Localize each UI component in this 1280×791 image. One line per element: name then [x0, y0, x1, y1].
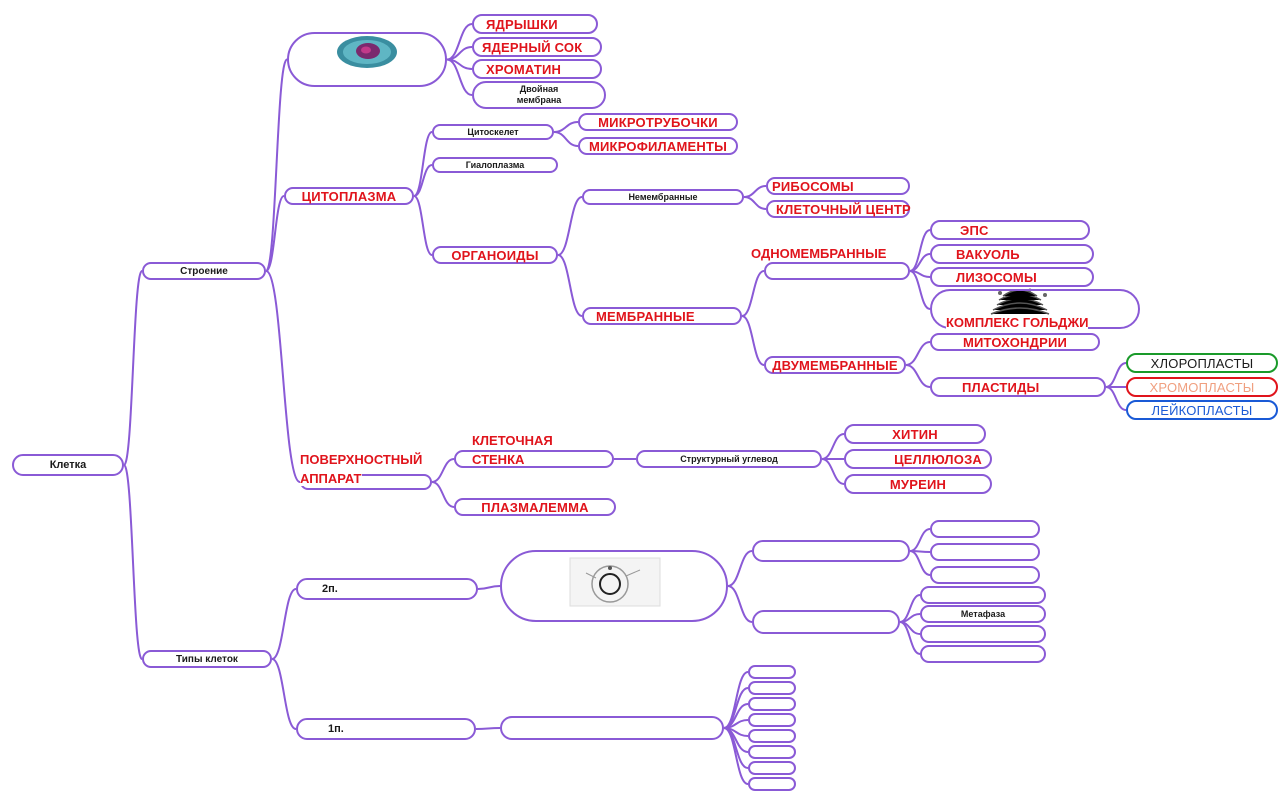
node-hromoplasty[interactable]: ХРОМОПЛАСТЫ	[1126, 377, 1278, 397]
node-eps[interactable]: ЭПС	[930, 220, 1090, 240]
node-empty-g[interactable]	[920, 625, 1046, 643]
node-empty-f[interactable]	[920, 586, 1046, 604]
node-gialoplazma[interactable]: Гиалоплазма	[432, 157, 558, 173]
node-organoidy[interactable]: ОРГАНОИДЫ	[432, 246, 558, 264]
node-kletochnaya-stenka[interactable]	[454, 450, 614, 468]
node-kletochny-centr[interactable]: КЛЕТОЧНЫЙ ЦЕНТР	[766, 200, 911, 218]
node-empty-small-6[interactable]	[748, 745, 796, 759]
node-empty-small-1[interactable]	[748, 665, 796, 679]
node-empty-small-3[interactable]	[748, 697, 796, 711]
node-vakuol[interactable]: ВАКУОЛЬ	[930, 244, 1094, 264]
node-citoskelet[interactable]: Цитоскелет	[432, 124, 554, 140]
node-empty-c[interactable]	[930, 520, 1040, 538]
node-dvoynaya-membrana[interactable]: Двойная мембрана	[472, 81, 606, 109]
node-cell-cycle-picture[interactable]	[500, 550, 728, 622]
odnomembrannye-label: ОДНОМЕМБРАННЫЕ	[751, 246, 887, 261]
node-membrannye[interactable]: МЕМБРАННЫЕ	[582, 307, 742, 325]
node-empty-h[interactable]	[920, 645, 1046, 663]
cell-cycle-picture	[569, 557, 661, 607]
cell-nucleus-picture	[337, 36, 397, 68]
node-empty-small-5[interactable]	[748, 729, 796, 743]
node-plazmalemma[interactable]: ПЛАЗМАЛЕММА	[454, 498, 616, 516]
golgi-complex-picture	[990, 288, 1050, 315]
kletochny-centr-label: КЛЕТОЧНЫЙ ЦЕНТР	[776, 202, 911, 217]
node-empty-small-2[interactable]	[748, 681, 796, 695]
node-empty-1n-branch[interactable]	[500, 716, 724, 740]
node-leykoplasty[interactable]: ЛЕЙКОПЛАСТЫ	[1126, 400, 1278, 420]
node-2n[interactable]: 2п.	[296, 578, 478, 600]
node-1n[interactable]: 1п.	[296, 718, 476, 740]
node-ribosomy[interactable]: РИБОСОМЫ	[766, 177, 910, 195]
node-lizosomy[interactable]: ЛИЗОСОМЫ	[930, 267, 1094, 287]
node-empty-d[interactable]	[930, 543, 1040, 561]
poverhnostny-label: ПОВЕРХНОСТНЫЙ	[300, 452, 423, 467]
node-yaderny-sok[interactable]: ЯДЕРНЫЙ СОК	[472, 37, 602, 57]
node-stroenie[interactable]: Строение	[142, 262, 266, 280]
node-hitin[interactable]: ХИТИН	[844, 424, 986, 444]
node-hromatin[interactable]: ХРОМАТИН	[472, 59, 602, 79]
node-empty-small-7[interactable]	[748, 761, 796, 775]
node-citoplazma[interactable]: ЦИТОПЛАЗМА	[284, 187, 414, 205]
node-odnomembrannye[interactable]	[764, 262, 910, 280]
node-cellyuloza[interactable]: ЦЕЛЛЮЛОЗА	[844, 449, 992, 469]
node-empty-e[interactable]	[930, 566, 1040, 584]
node-yadryshki[interactable]: ЯДРЫШКИ	[472, 14, 598, 34]
node-mikrofilamenty[interactable]: МИКРОФИЛАМЕНТЫ	[578, 137, 738, 155]
node-dvumembrannye[interactable]: ДВУМЕМБРАННЫЕ	[764, 356, 906, 374]
node-mitohondrii[interactable]: МИТОХОНДРИИ	[930, 333, 1100, 351]
node-tipy-kletok[interactable]: Типы клеток	[142, 650, 272, 668]
node-nucleus-picture[interactable]	[287, 32, 447, 87]
node-nemembrannye[interactable]: Немембранные	[582, 189, 744, 205]
node-plastidy[interactable]: ПЛАСТИДЫ	[930, 377, 1106, 397]
dvoynaya-membrana-label: Двойная мембрана	[516, 84, 562, 105]
node-empty-a[interactable]	[752, 540, 910, 562]
node-empty-small-4[interactable]	[748, 713, 796, 727]
node-metafaza[interactable]: Метафаза	[920, 605, 1046, 623]
node-empty-b[interactable]	[752, 610, 900, 634]
apparat-label: АППАРАТ	[300, 471, 362, 486]
kletochnaya-label: КЛЕТОЧНАЯ	[472, 433, 553, 448]
node-hloroplasty[interactable]: ХЛОРОПЛАСТЫ	[1126, 353, 1278, 373]
stenka-label: СТЕНКА	[472, 452, 525, 467]
kompleks-goldzhi-label: КОМПЛЕКС ГОЛЬДЖИ	[946, 315, 1089, 330]
node-kletka[interactable]: Клетка	[12, 454, 124, 476]
node-strukturny-uglevod[interactable]: Структурный углевод	[636, 450, 822, 468]
node-mikrotrubochki[interactable]: МИКРОТРУБОЧКИ	[578, 113, 738, 131]
node-murein[interactable]: МУРЕИН	[844, 474, 992, 494]
